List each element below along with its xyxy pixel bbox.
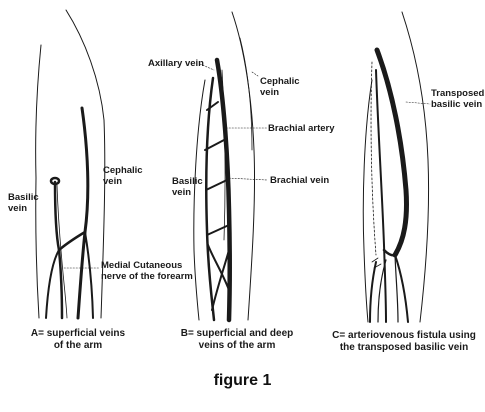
label-basilic-vein-a: Basilic vein bbox=[8, 192, 39, 214]
panel-c-old-basilic-route bbox=[371, 62, 376, 255]
panel-c-transposed-leader bbox=[406, 102, 430, 104]
label-transposed-basilic-vein: Transposed basilic vein bbox=[431, 88, 484, 110]
panel-b-arm-outline-left bbox=[194, 80, 205, 320]
panel-b-brachial-vein bbox=[206, 78, 214, 320]
panel-c-arm-outline-left bbox=[363, 80, 372, 322]
panel-b-drawing bbox=[194, 12, 267, 320]
caption-panel-c: C= arteriovenous fistula using the trans… bbox=[324, 330, 484, 354]
panel-b-rung-4 bbox=[207, 225, 229, 235]
label-medial-cutaneous-nerve: Medial Cutaneous nerve of the forearm bbox=[101, 260, 193, 282]
panel-b-arm-outline-inner bbox=[240, 38, 252, 150]
caption-panel-a: A= superficial veins of the arm bbox=[18, 328, 138, 352]
panel-b-brachial-vein-leader bbox=[226, 178, 267, 180]
panel-c-anastomosis bbox=[384, 250, 395, 255]
panel-a-arm-outline-right bbox=[66, 10, 105, 318]
caption-panel-b: B= superficial and deep veins of the arm bbox=[162, 328, 312, 352]
panel-a-drawing bbox=[36, 10, 105, 318]
panel-a-arm-outline-left bbox=[36, 45, 41, 178]
panel-c-drawing bbox=[363, 12, 430, 322]
panel-c-forearm-vein-2 bbox=[370, 262, 376, 322]
panel-b-rung-3 bbox=[206, 180, 227, 190]
figure-caption: figure 1 bbox=[0, 372, 485, 390]
label-brachial-artery: Brachial artery bbox=[268, 123, 335, 134]
panel-a-branch-left bbox=[46, 250, 59, 318]
label-cephalic-vein-b: Cephalic vein bbox=[260, 76, 300, 98]
label-cephalic-vein-a: Cephalic vein bbox=[103, 165, 143, 187]
panel-a-cephalic-vein bbox=[78, 108, 88, 318]
panel-a-branch-right bbox=[85, 232, 93, 318]
panel-b-cephalic-leader bbox=[252, 72, 258, 76]
label-axillary-vein: Axillary vein bbox=[148, 58, 204, 69]
panel-b-arm-outline-right bbox=[232, 12, 255, 320]
panel-c-transposed-vein bbox=[377, 50, 407, 255]
label-brachial-vein: Brachial vein bbox=[270, 175, 329, 186]
panel-a-median-cubital bbox=[59, 232, 85, 250]
label-basilic-vein-b: Basilic vein bbox=[172, 176, 203, 198]
